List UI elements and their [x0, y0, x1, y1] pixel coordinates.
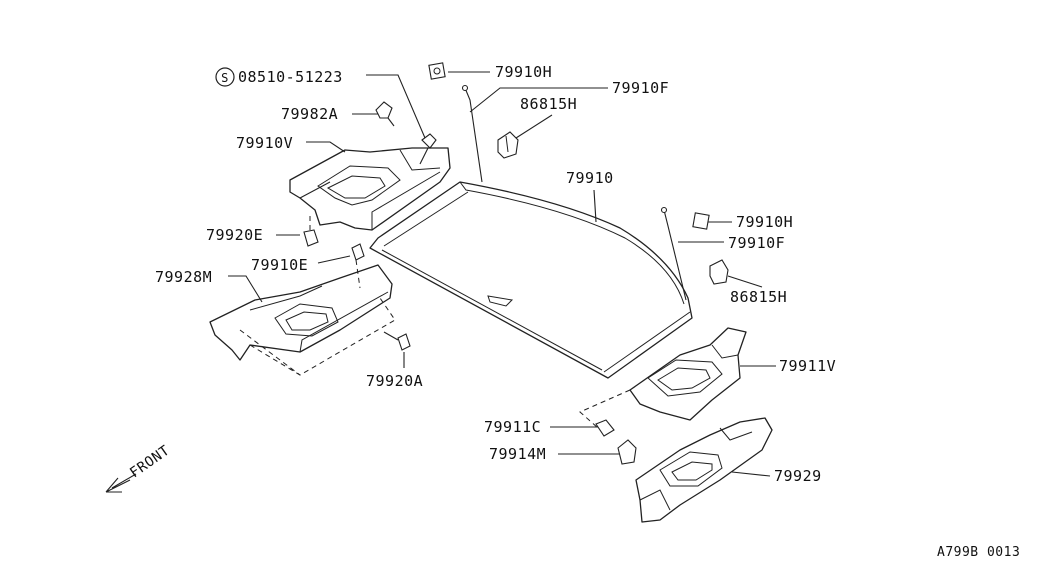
- bolt-79920A: [383, 331, 411, 351]
- label-79910H-top: 79910H: [495, 63, 552, 81]
- clip-79914M: [617, 439, 637, 465]
- label-86815H-right: 86815H: [730, 288, 787, 306]
- rod-79910F-top: [461, 84, 483, 183]
- label-front: FRONT: [127, 443, 173, 482]
- label-08510-51223: 08510-51223: [238, 68, 343, 86]
- label-79982A: 79982A: [281, 105, 338, 123]
- label-86815H-top: 86815H: [520, 95, 577, 113]
- label-79914M: 79914M: [489, 445, 546, 463]
- label-79910E: 79910E: [251, 256, 308, 274]
- label-79910: 79910: [566, 169, 614, 187]
- rod-79910F-right: [660, 206, 687, 301]
- label-79910H-right: 79910H: [736, 213, 793, 231]
- clip-79910E: [351, 243, 365, 289]
- parcel-shelf-79910: [369, 181, 693, 379]
- bolt-callout: S 08510-51223: [215, 67, 343, 87]
- right-upper-trim-79911V: [579, 327, 747, 429]
- bracket-86815H-top: [497, 131, 519, 159]
- label-79911C: 79911C: [484, 418, 541, 436]
- right-lower-trim-79929: [635, 417, 773, 523]
- label-79929: 79929: [774, 467, 822, 485]
- bolt-08510: [419, 133, 437, 165]
- label-79928M: 79928M: [155, 268, 212, 286]
- label-79920E: 79920E: [206, 226, 263, 244]
- bolt-symbol: S: [221, 71, 229, 85]
- clip-79910H-right: [692, 212, 710, 230]
- clip-79910H-top: [428, 62, 446, 80]
- clip-79911C: [595, 419, 615, 437]
- label-79920A: 79920A: [366, 372, 423, 390]
- leader-lines: [228, 71, 776, 477]
- bracket-86815H-right: [709, 259, 729, 285]
- label-79910F-top: 79910F: [612, 79, 669, 97]
- clip-79982A: [375, 101, 395, 127]
- front-arrow-icon: [105, 473, 137, 493]
- label-79910F-right: 79910F: [728, 234, 785, 252]
- diagram-code: A799B 0013: [937, 545, 1020, 560]
- left-lower-trim-79928M: [209, 264, 396, 376]
- label-79910V: 79910V: [236, 134, 293, 152]
- label-79911V: 79911V: [779, 357, 836, 375]
- clip-79920E: [303, 212, 319, 247]
- left-upper-trim-79910V: [289, 147, 451, 231]
- bolt-symbol-circle: [215, 67, 235, 87]
